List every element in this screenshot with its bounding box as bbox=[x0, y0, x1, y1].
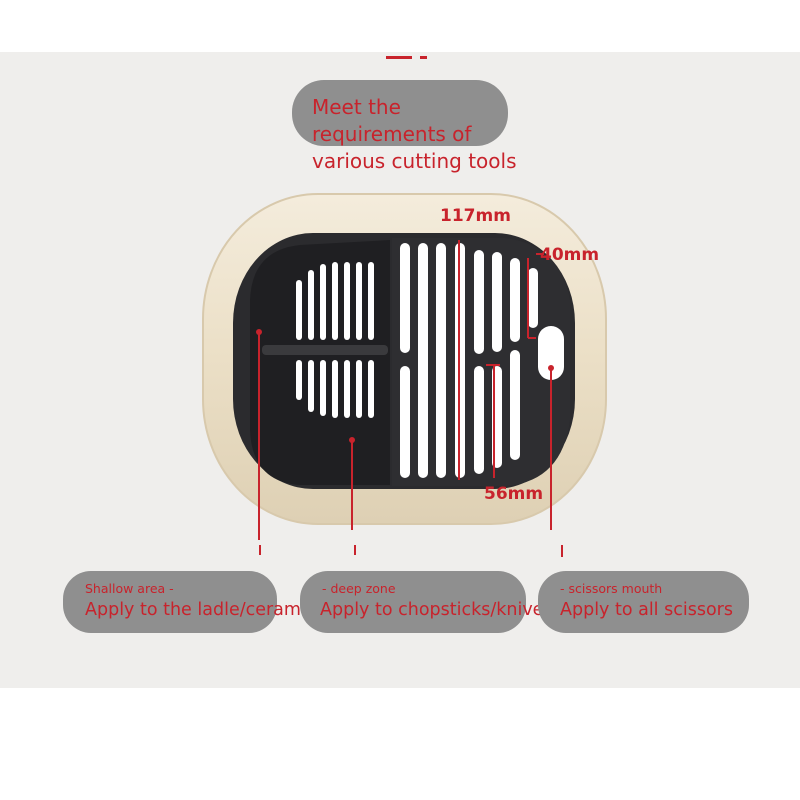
zone-description: Apply to chopsticks/knives bbox=[320, 600, 553, 620]
zone-title: Shallow area - bbox=[85, 581, 174, 596]
dimension-slot-label: 56mm bbox=[484, 484, 544, 504]
zone-description: Apply to all scissors bbox=[560, 600, 733, 620]
heading-bubble: Meet the requirements of various cutting… bbox=[292, 80, 517, 173]
left-compartment bbox=[250, 240, 390, 485]
top-red-mark-small bbox=[420, 56, 427, 59]
callout-ticks bbox=[259, 545, 563, 557]
measurement-dots bbox=[256, 329, 554, 443]
zone-label-deep: - deep zone Apply to chopsticks/knives bbox=[300, 571, 553, 633]
shelf-divider bbox=[262, 345, 388, 355]
comb-ribs bbox=[296, 262, 374, 418]
heading-line-2: requirements of bbox=[312, 122, 472, 146]
top-white-strip bbox=[0, 0, 772, 52]
heading-line-3: various cutting tools bbox=[312, 149, 517, 173]
zone-label-shallow: Shallow area - Apply to the ladle/cerami… bbox=[63, 571, 316, 633]
zone-title: - scissors mouth bbox=[560, 581, 663, 596]
dimension-width-label: 117mm bbox=[440, 206, 511, 226]
heading-line-1: Meet the bbox=[312, 95, 401, 119]
zone-description: Apply to the ladle/ceramic bbox=[85, 600, 316, 620]
knife-slots bbox=[400, 243, 564, 478]
zone-title: - deep zone bbox=[322, 581, 396, 596]
top-red-mark bbox=[386, 56, 412, 59]
measurement-lines bbox=[258, 240, 552, 540]
dimension-scissor-label: 40mm bbox=[540, 245, 600, 265]
zone-label-scissors: - scissors mouth Apply to all scissors bbox=[538, 571, 749, 633]
